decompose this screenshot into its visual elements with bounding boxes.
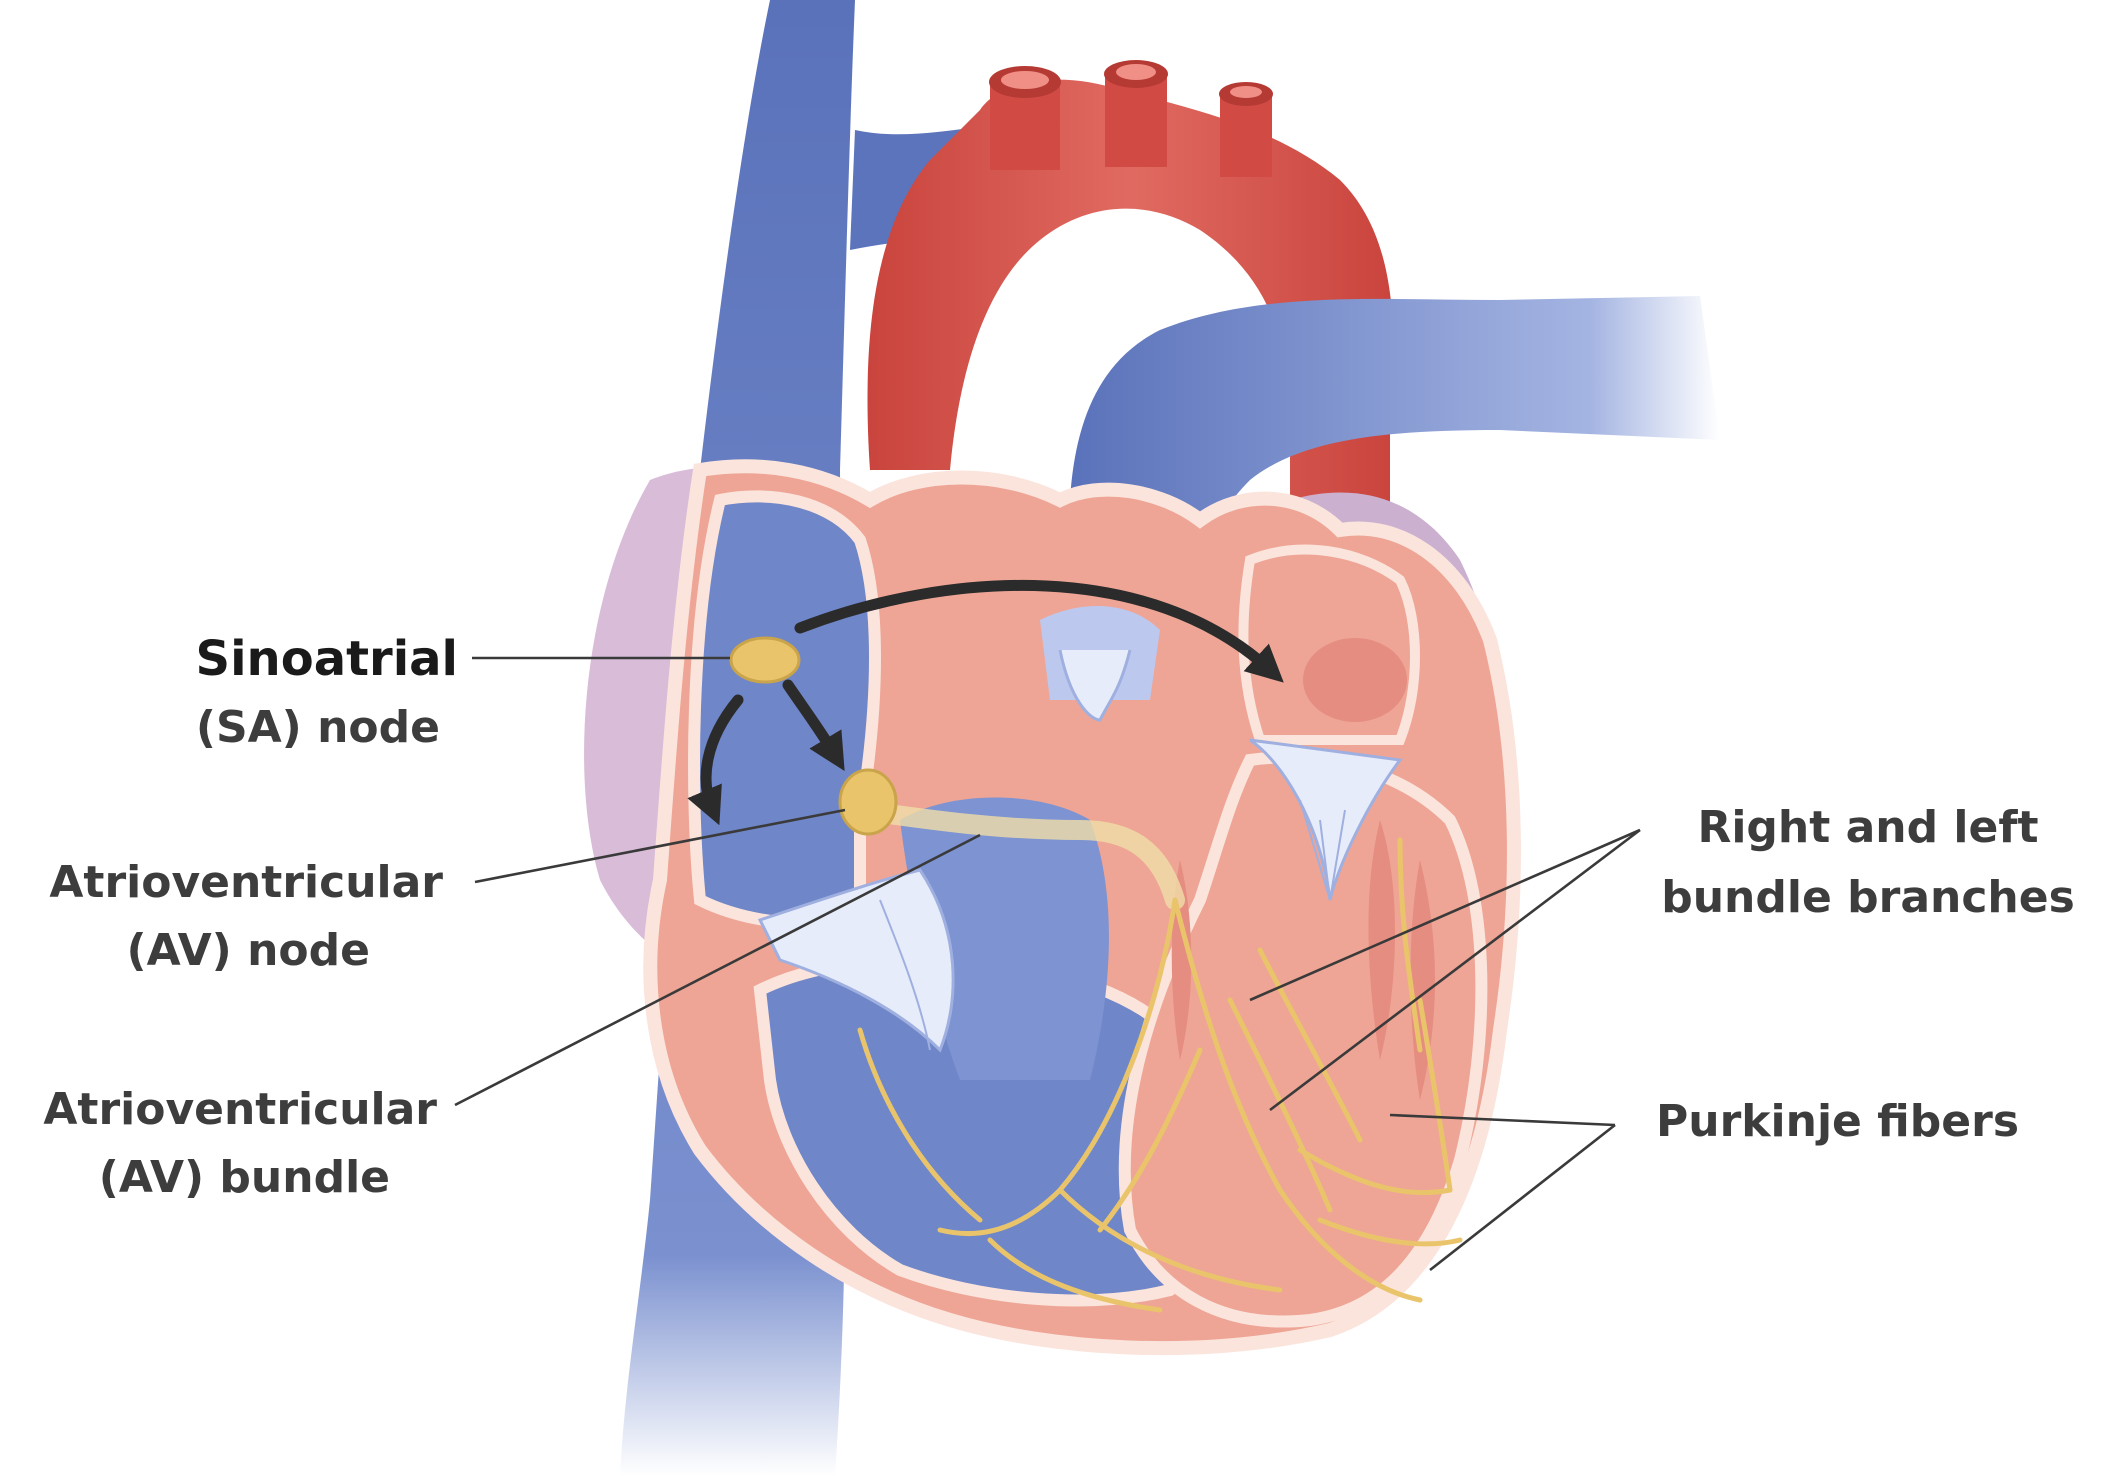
av-bundle-path <box>850 800 1185 910</box>
av-node-subtitle: (AV) node <box>126 925 370 976</box>
bundle-branches-line1: Right and left <box>1697 802 2038 853</box>
pulmonary-valve <box>1040 606 1160 722</box>
mitral-valve <box>1249 738 1403 901</box>
purkinje-fibers-label: Purkinje fibers <box>1656 1096 2019 1147</box>
bundle-branches-line2: bundle branches <box>1661 872 2075 923</box>
av-bundle-subtitle: (AV) bundle <box>99 1152 390 1203</box>
av-bundle-title: Atrioventricular <box>43 1084 437 1135</box>
av-node <box>838 768 898 836</box>
label-bundle-branches: Right and left bundle branches <box>1661 802 2075 923</box>
label-av-node: Atrioventricular (AV) node <box>49 857 443 976</box>
aorta <box>867 60 1394 600</box>
sa-node-title: Sinoatrial <box>196 631 458 687</box>
pulmonary-artery <box>1070 296 1720 600</box>
sa-node <box>729 636 801 684</box>
left-atrium <box>1238 544 1420 745</box>
label-av-bundle: Atrioventricular (AV) bundle <box>43 1084 437 1203</box>
tricuspid-valve <box>757 868 955 1053</box>
sa-node-subtitle: (SA) node <box>196 702 440 753</box>
leader-lines <box>454 656 1641 1272</box>
label-sa-node: Sinoatrial (SA) node <box>196 631 458 753</box>
right-atrium <box>688 490 881 930</box>
av-node-title: Atrioventricular <box>49 857 443 908</box>
impulse-arrows <box>687 579 1284 826</box>
label-purkinje: Purkinje fibers <box>1656 1096 2019 1147</box>
